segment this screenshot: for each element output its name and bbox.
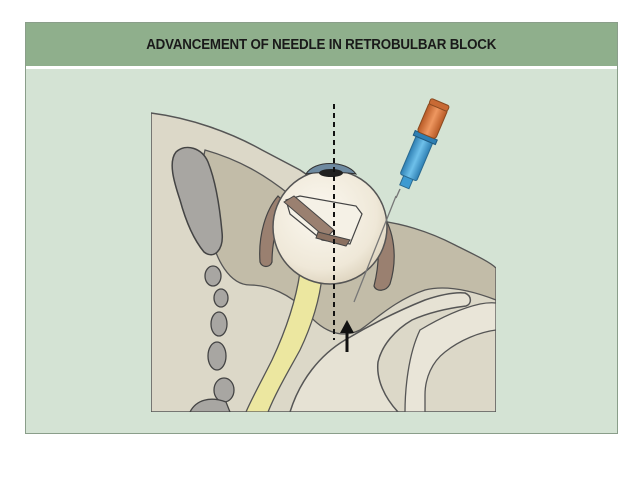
- ethmoid-cell-2: [213, 288, 229, 308]
- pupil: [319, 169, 343, 177]
- sphenoid-sinus: [189, 398, 231, 412]
- arrow-up-icon: [340, 320, 354, 352]
- frontal-sinus: [171, 146, 223, 256]
- figure-title: ADVANCEMENT OF NEEDLE IN RETROBULBAR BLO…: [146, 36, 497, 53]
- title-divider: [26, 66, 617, 69]
- orbital-floor-bone: [289, 292, 472, 412]
- needle-shaft: [353, 195, 397, 303]
- ethmoid-cell-4: [207, 341, 227, 371]
- ethmoid-cell-3: [210, 311, 228, 337]
- orbital-bone-ridge: [404, 302, 496, 412]
- plunger-cap: [428, 98, 450, 112]
- title-bar: ADVANCEMENT OF NEEDLE IN RETROBULBAR BLO…: [26, 23, 617, 66]
- ethmoid-cell-1: [204, 265, 222, 287]
- optic-nerve: [245, 271, 323, 412]
- needle-hub-shaft: [395, 188, 401, 199]
- anatomy-group: [151, 104, 496, 412]
- syringe-barrel: [400, 135, 433, 182]
- syringe: [395, 98, 450, 199]
- ethmoid-cell-5: [213, 377, 235, 403]
